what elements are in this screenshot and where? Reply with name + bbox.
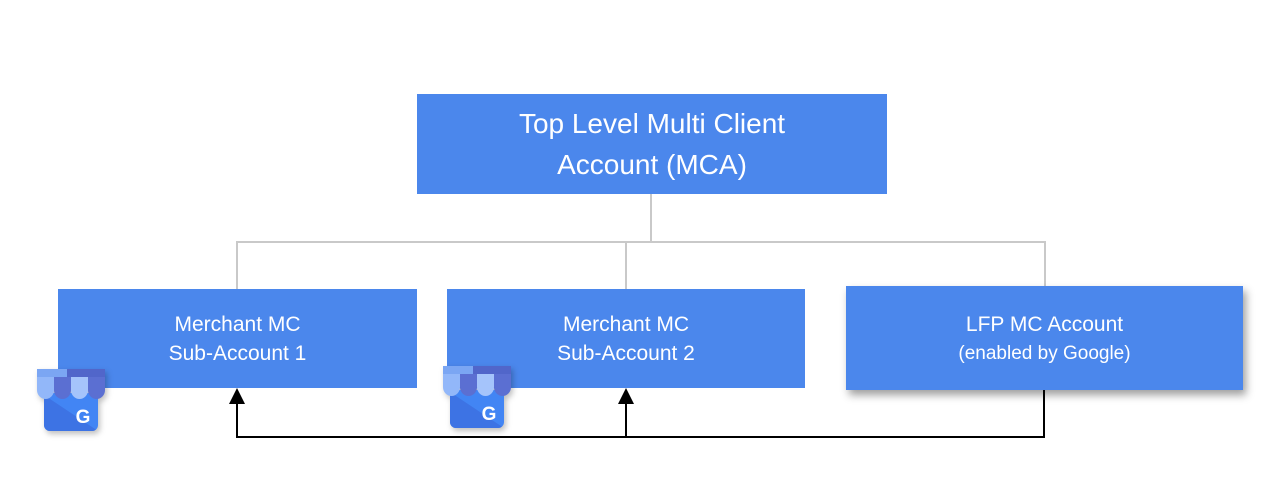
node-lfp-line2: (enabled by Google) xyxy=(958,342,1131,364)
google-my-business-icon: G xyxy=(37,369,105,431)
arrow-horizontal-segment xyxy=(236,436,1045,438)
arrow-shaft-to-sub1 xyxy=(236,403,238,437)
gmb-letter: G xyxy=(482,404,497,425)
connector-drop-lfp xyxy=(1044,241,1046,287)
arrow-shaft-to-sub2 xyxy=(625,403,627,437)
node-top-level-mca-line1: Top Level Multi Client xyxy=(518,108,786,139)
node-lfp-mc-account: LFP MC Account (enabled by Google) xyxy=(846,286,1243,390)
node-lfp-line1: LFP MC Account xyxy=(965,312,1124,336)
connector-top-vertical xyxy=(650,194,652,242)
node-top-level-mca-line2: Account (MCA) xyxy=(557,149,747,180)
connector-drop-sub1 xyxy=(236,241,238,289)
arrow-lfp-down-segment xyxy=(1043,390,1045,437)
connector-horizontal xyxy=(236,241,1046,243)
node-sub1-line2: Sub-Account 1 xyxy=(168,341,307,365)
node-sub1-line1: Merchant MC xyxy=(174,312,301,336)
node-sub2-line1: Merchant MC xyxy=(562,312,690,336)
gmb-letter: G xyxy=(76,407,91,428)
node-sub2-line2: Sub-Account 2 xyxy=(557,341,695,365)
node-merchant-sub-account-1: Merchant MC Sub-Account 1 xyxy=(58,289,417,388)
connector-drop-sub2 xyxy=(625,241,627,289)
node-top-level-mca: Top Level Multi Client Account (MCA) xyxy=(417,94,887,194)
google-my-business-icon: G xyxy=(443,366,511,428)
arrowhead-to-sub2 xyxy=(618,388,634,404)
arrowhead-to-sub1 xyxy=(229,388,245,404)
